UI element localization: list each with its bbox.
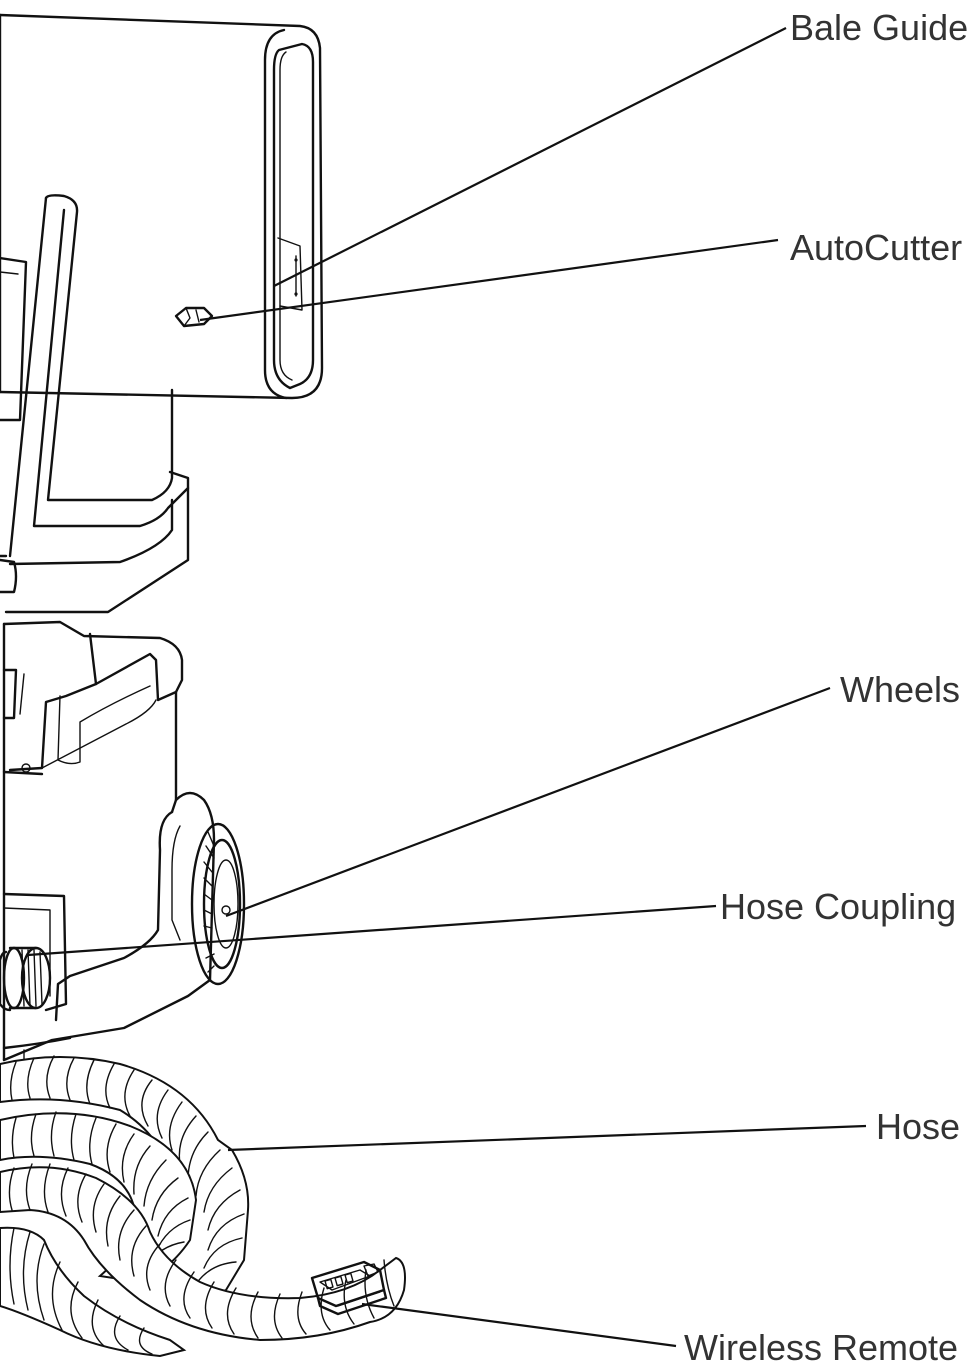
label-hose: Hose xyxy=(876,1106,960,1147)
hose-coil-outer xyxy=(0,1226,187,1358)
chute-housing xyxy=(0,13,324,400)
coiled-hose xyxy=(0,1055,406,1358)
wireless-remote-part xyxy=(310,1260,388,1316)
machine-drawing xyxy=(0,13,406,1358)
leader-line-hose xyxy=(227,1124,867,1152)
label-wheels: Wheels xyxy=(840,669,960,710)
autocutter-part xyxy=(174,306,214,328)
label-bale-guide: Bale Guide xyxy=(790,7,968,48)
leader-line-autocutter xyxy=(199,238,779,322)
leader-line-bale-guide xyxy=(273,27,787,287)
leader-line-wheels xyxy=(225,686,831,918)
handle-frame xyxy=(0,194,190,614)
leader-line-hose-coupling xyxy=(27,904,717,957)
machine-body xyxy=(2,620,216,1063)
leader-line-wireless-remote xyxy=(361,1302,677,1348)
callout-labels: Bale Guide AutoCutter Wheels Hose Coupli… xyxy=(684,7,968,1367)
hose-coupling-part xyxy=(0,946,52,1012)
leader-lines xyxy=(27,27,867,1348)
wheel xyxy=(190,822,246,986)
label-wireless-remote: Wireless Remote xyxy=(684,1327,958,1367)
label-hose-coupling: Hose Coupling xyxy=(720,886,956,927)
label-autocutter: AutoCutter xyxy=(790,227,962,268)
